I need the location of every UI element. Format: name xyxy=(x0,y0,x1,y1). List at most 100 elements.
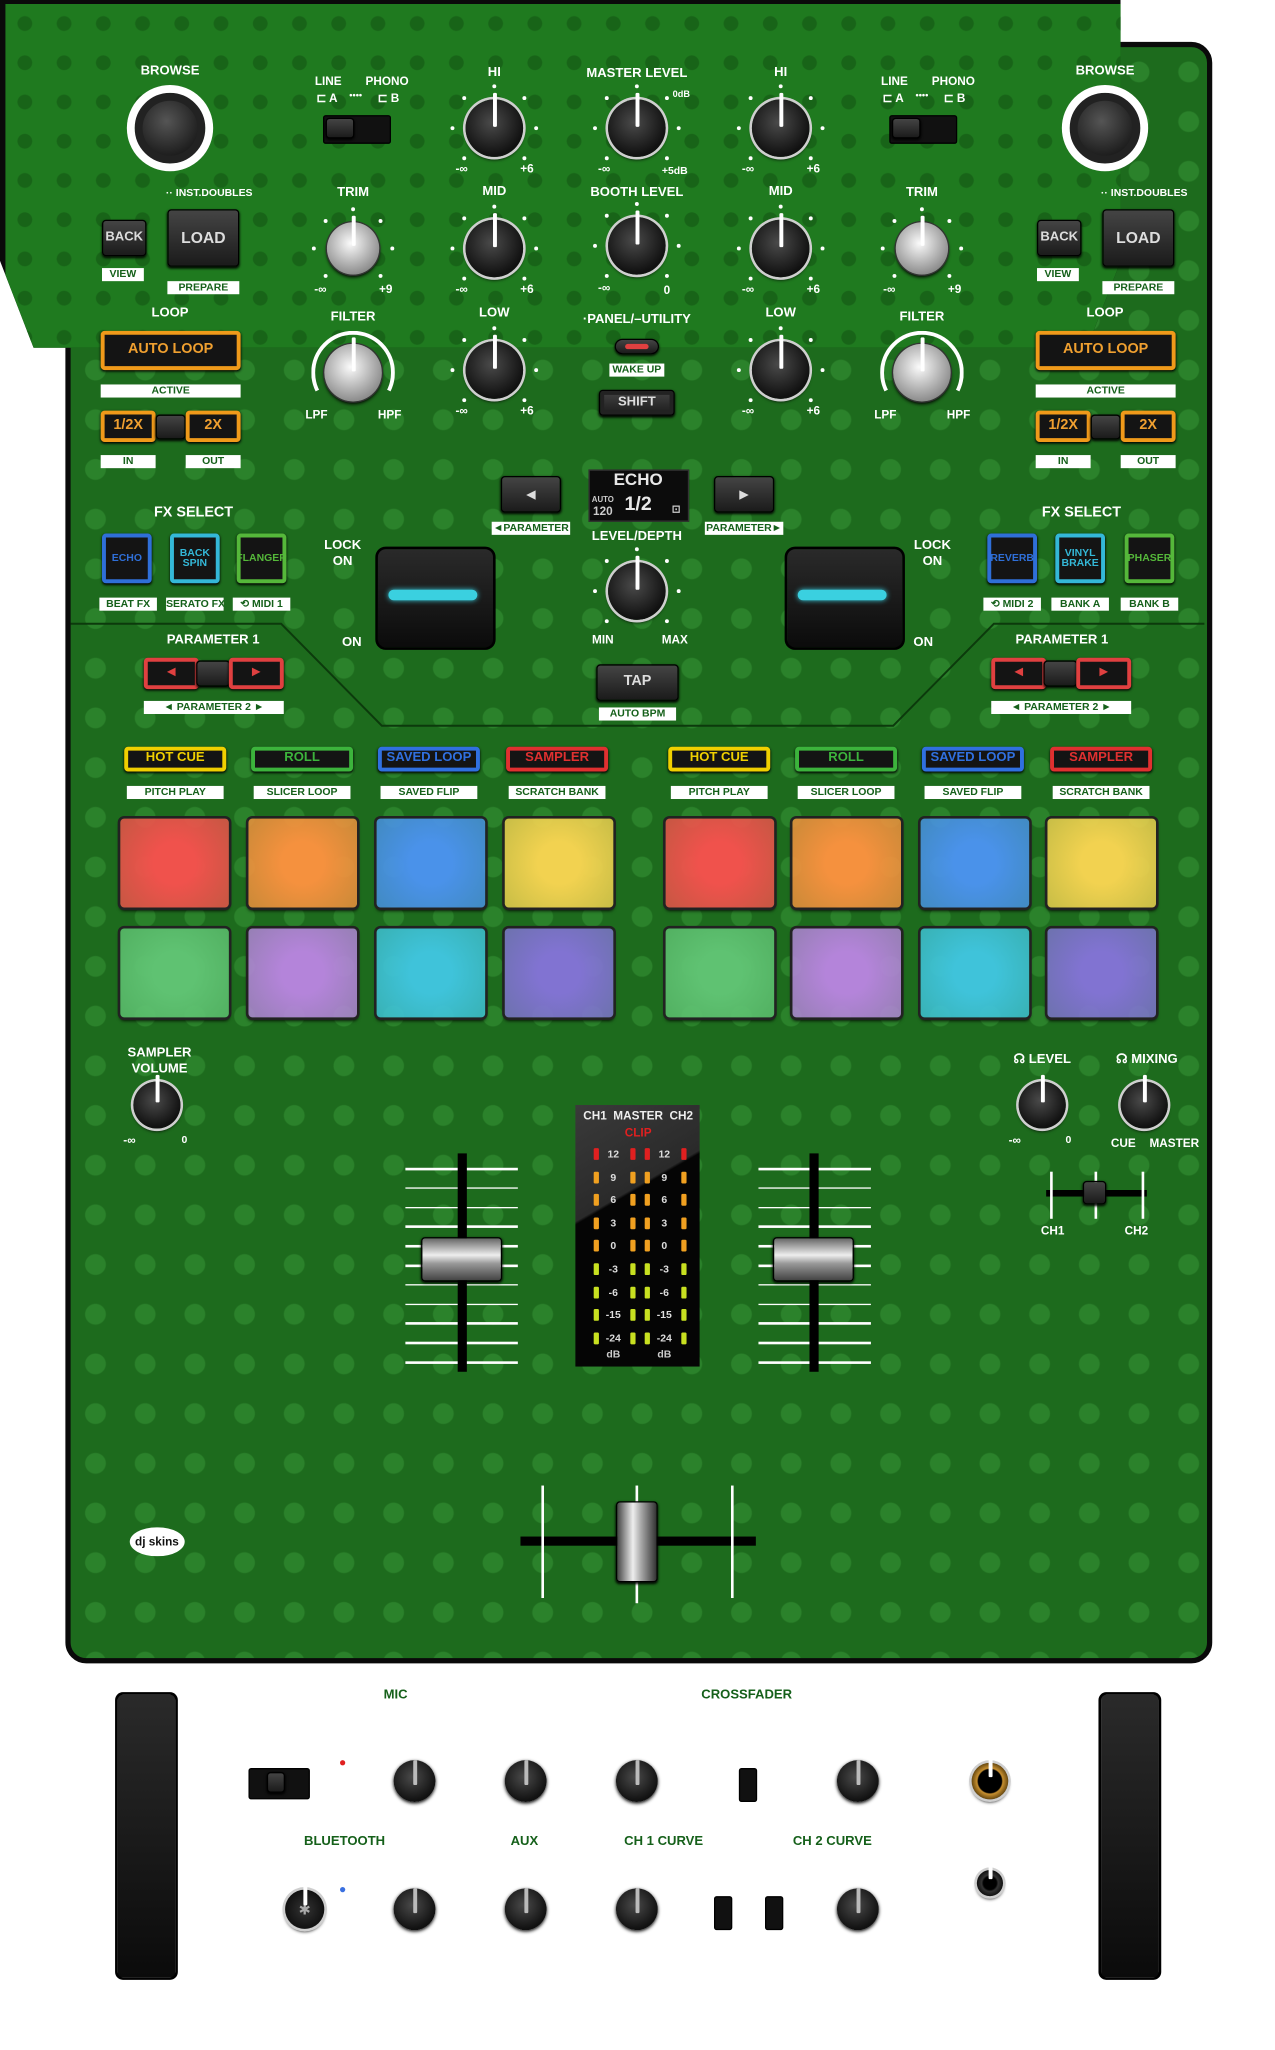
right-low-knob[interactable] xyxy=(751,334,810,399)
left-pad-mode-1[interactable]: ROLL xyxy=(251,746,354,772)
left-performance-pad-3[interactable] xyxy=(376,818,486,908)
right-fx-button-2[interactable]: PHASER xyxy=(1124,533,1175,584)
mini-phones-jack[interactable] xyxy=(976,1863,1004,1897)
left-line-label: LINE xyxy=(314,74,342,88)
ch1-channel-fader[interactable] xyxy=(421,1237,503,1282)
right-loop-half-button[interactable]: 1/2X xyxy=(1035,410,1091,443)
scale-dot xyxy=(462,96,467,101)
left-view-tag: VIEW xyxy=(102,268,144,282)
parameter-right-button[interactable]: ► xyxy=(714,476,775,513)
sampler-volume-knob[interactable] xyxy=(133,1074,181,1129)
cf-reverse-switch[interactable] xyxy=(738,1768,758,1803)
right-browse-knob[interactable] xyxy=(1061,85,1149,172)
shift-button[interactable]: SHIFT xyxy=(598,389,675,416)
left-parameter1-right-button[interactable]: ► xyxy=(228,657,284,690)
left-low-min: -∞ xyxy=(455,404,468,418)
cue-fader-cap[interactable] xyxy=(1082,1180,1107,1205)
right-filter-knob[interactable] xyxy=(893,337,951,402)
left-fx-button-1[interactable]: BACK SPIN xyxy=(170,533,220,584)
left-pad-mode-3[interactable]: SAMPLER xyxy=(506,746,609,772)
left-performance-pad-5[interactable] xyxy=(120,928,229,1018)
right-trim-knob[interactable] xyxy=(895,215,949,275)
aux-level-knob[interactable] xyxy=(504,1888,547,1931)
master-level-knob[interactable] xyxy=(608,92,666,157)
right-performance-pad-5[interactable] xyxy=(665,928,775,1018)
meter-scale-ch1: 9 xyxy=(610,1171,617,1183)
left-parameter1-left-button[interactable]: ◄ xyxy=(143,657,199,690)
left-pad-mode-0[interactable]: HOT CUE xyxy=(124,746,227,772)
mic-level-knob[interactable] xyxy=(393,1760,436,1803)
left-trim-knob[interactable] xyxy=(326,215,380,275)
left-browse-knob[interactable] xyxy=(126,85,214,172)
left-back-button[interactable]: BACK xyxy=(102,219,147,257)
parameter-left-button[interactable]: ◄ xyxy=(500,476,562,513)
left-performance-pad-8[interactable] xyxy=(504,928,614,1018)
right-auto-loop-button[interactable]: AUTO LOOP xyxy=(1035,330,1176,371)
scale-dot xyxy=(676,589,681,594)
left-filter-knob[interactable] xyxy=(324,337,382,402)
right-performance-pad-1[interactable] xyxy=(665,818,775,908)
left-mid-min: -∞ xyxy=(455,282,468,296)
right-performance-pad-7[interactable] xyxy=(920,928,1030,1018)
ch2-curve-knob[interactable] xyxy=(836,1888,879,1931)
left-auto-loop-button[interactable]: AUTO LOOP xyxy=(100,330,241,371)
level-depth-knob[interactable] xyxy=(608,555,666,620)
right-parameter1-left-button[interactable]: ◄ xyxy=(991,657,1047,690)
right-load-button[interactable]: LOAD xyxy=(1102,209,1175,267)
right-hi-knob[interactable] xyxy=(751,92,810,157)
headphone-mixing-knob[interactable] xyxy=(1120,1074,1168,1129)
crossfader-cap[interactable] xyxy=(615,1501,658,1583)
headphone-level-knob[interactable] xyxy=(1018,1074,1066,1129)
cf-curve-knob[interactable] xyxy=(836,1760,879,1803)
left-fx-button-2[interactable]: FLANGER xyxy=(236,533,287,584)
tap-button[interactable]: TAP xyxy=(596,664,679,701)
left-performance-pad-2[interactable] xyxy=(248,818,358,908)
left-low-knob[interactable] xyxy=(465,334,524,399)
right-performance-pad-2[interactable] xyxy=(792,818,902,908)
right-pad-mode-0[interactable]: HOT CUE xyxy=(668,746,771,772)
scale-dot xyxy=(602,1907,607,1912)
left-performance-pad-6[interactable] xyxy=(248,928,358,1018)
right-pad-mode-3[interactable]: SAMPLER xyxy=(1050,746,1153,772)
left-fx-button-0[interactable]: ECHO xyxy=(102,533,152,584)
booth-level-knob[interactable] xyxy=(608,210,666,275)
left-performance-pad-7[interactable] xyxy=(376,928,486,1018)
right-parameter1-label: PARAMETER 1 xyxy=(1015,632,1109,648)
right-fx-button-1[interactable]: VINYL BRAKE xyxy=(1055,533,1106,584)
right-performance-pad-3[interactable] xyxy=(920,818,1030,908)
left-hi-knob[interactable] xyxy=(465,92,524,157)
ch1-curve-knob[interactable] xyxy=(615,1888,658,1931)
right-performance-pad-4[interactable] xyxy=(1047,818,1157,908)
right-loop-double-button[interactable]: 2X xyxy=(1120,410,1176,443)
phones-jack[interactable] xyxy=(971,1756,1009,1800)
right-parameter1-right-button[interactable]: ► xyxy=(1076,657,1132,690)
left-loop-half-button[interactable]: 1/2X xyxy=(100,410,156,443)
right-performance-pad-8[interactable] xyxy=(1047,928,1157,1018)
bluetooth-level-knob-min: -∞ xyxy=(382,1939,395,1953)
meter-led xyxy=(593,1217,599,1229)
panel-utility-label: ·PANEL/–UTILITY xyxy=(582,312,691,327)
scale-dot xyxy=(534,246,539,251)
ch1-reverse-switch[interactable] xyxy=(714,1896,733,1931)
bluetooth-level-knob[interactable] xyxy=(393,1888,436,1931)
right-fx-button-0[interactable]: REVERB xyxy=(987,533,1038,584)
feeling-adjust-knob[interactable] xyxy=(615,1760,658,1803)
left-performance-pad-1[interactable] xyxy=(120,818,229,908)
left-loop-double-button[interactable]: 2X xyxy=(185,410,241,443)
right-hpf-label: HPF xyxy=(946,408,971,422)
left-load-button[interactable]: LOAD xyxy=(167,209,240,267)
right-back-button[interactable]: BACK xyxy=(1037,219,1082,257)
tone-knob[interactable] xyxy=(504,1760,547,1803)
left-mid-knob[interactable] xyxy=(465,213,524,278)
right-pad-mode-1[interactable]: ROLL xyxy=(795,746,898,772)
ch2-reverse-switch[interactable] xyxy=(765,1896,784,1931)
left-performance-pad-4[interactable] xyxy=(504,818,614,908)
right-mid-knob[interactable] xyxy=(751,213,810,278)
right-pad-mode-shift-2: SAVED FLIP xyxy=(924,785,1022,800)
right-pad-mode-2[interactable]: SAVED LOOP xyxy=(921,746,1024,772)
meter-led xyxy=(593,1263,599,1276)
right-performance-pad-6[interactable] xyxy=(792,928,902,1018)
bluetooth-pairing-button[interactable]: ✱ xyxy=(285,1883,325,1929)
left-pad-mode-2[interactable]: SAVED LOOP xyxy=(377,746,480,772)
ch2-channel-fader[interactable] xyxy=(772,1237,854,1282)
